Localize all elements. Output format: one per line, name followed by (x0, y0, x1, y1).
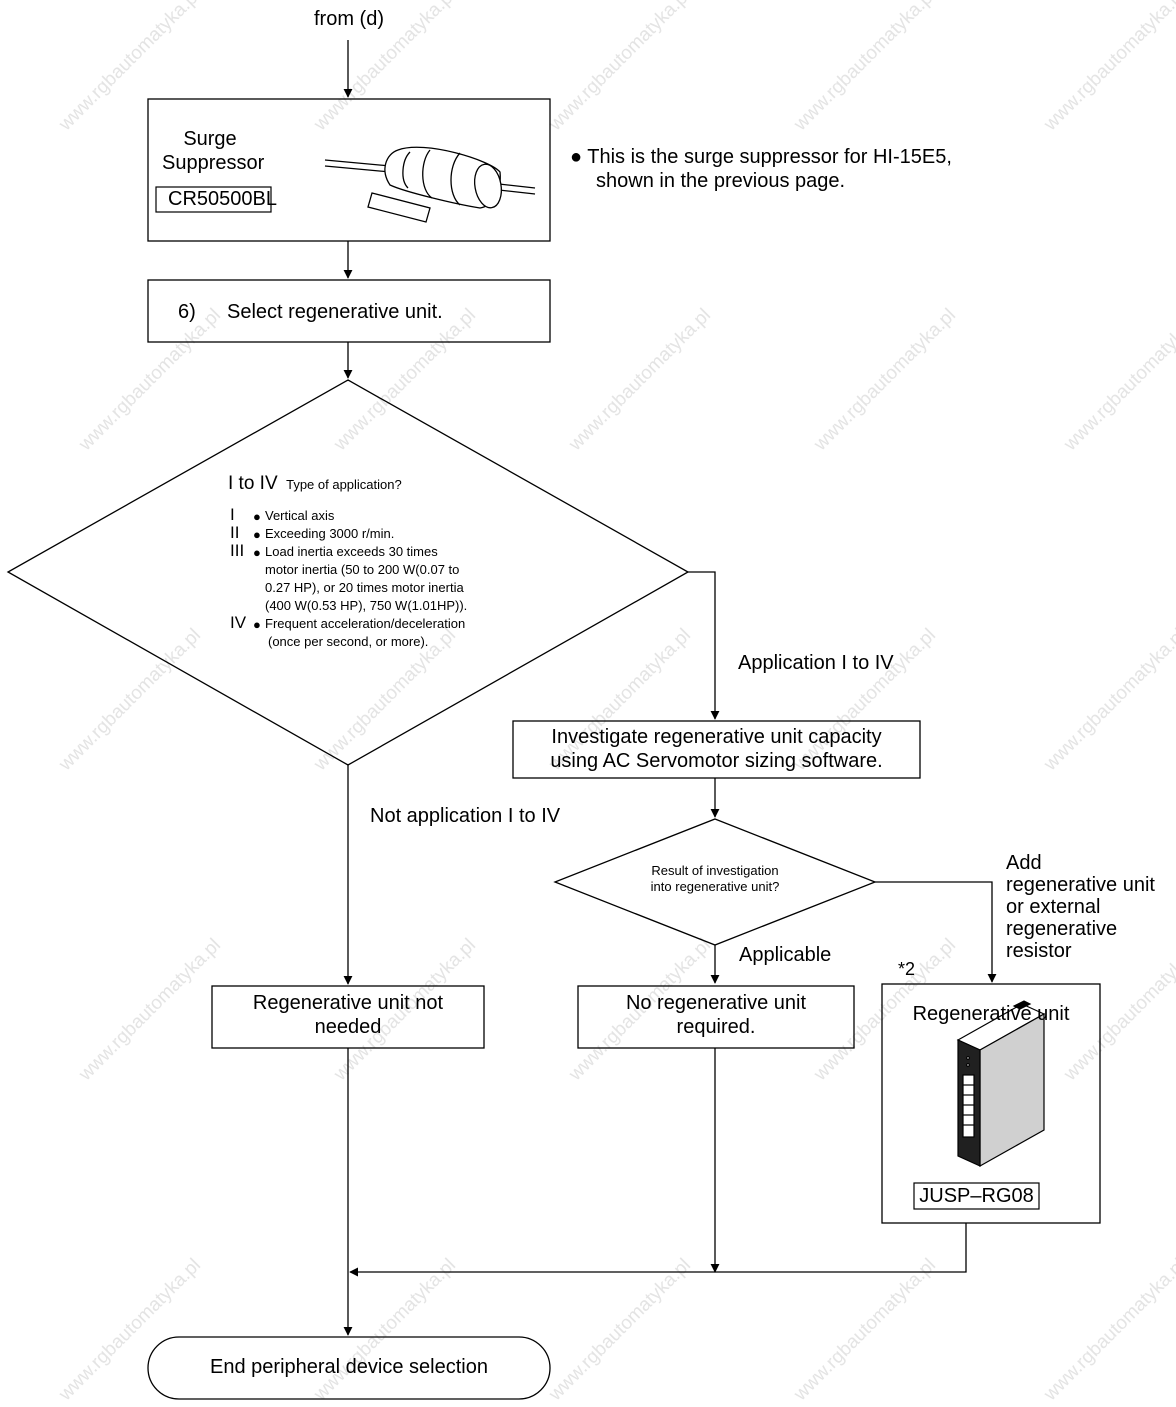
regenerative-unit-image (956, 1000, 1046, 1168)
connector-add-regen (875, 881, 997, 983)
surge-note-line2: shown in the previous page. (596, 170, 846, 192)
applicable-label: Applicable (739, 944, 832, 966)
decision1-heading: I to IV Type of application? (228, 473, 402, 495)
add-label-line3: or external (1006, 896, 1101, 918)
decision2-line2: into regenerative unit? (650, 879, 780, 894)
no-unit-line2: required. (676, 1016, 756, 1038)
end-terminator (147, 1336, 551, 1400)
no-unit-line1: No regenerative unit (625, 992, 807, 1014)
regen-part-number: JUSP–RG08 (919, 1185, 1034, 1207)
decision1-roman-3: III (230, 541, 245, 560)
decision1-item-2-line-1: Exceeding 3000 r/min. (265, 526, 395, 541)
decision1-heading-text: Type of application? (286, 477, 402, 492)
connector-application-yes (688, 571, 720, 720)
application-no-label: Not application I to IV (370, 805, 561, 827)
regen-unit-box (881, 983, 1101, 1224)
decision1-item-4-line-2: (once per second, or more). (268, 634, 429, 649)
from-label: from (d) (314, 8, 384, 30)
decision1-roman-2: II (230, 523, 240, 542)
decision1-item-3-line-4: (400 W(0.53 HP), 750 W(1.01HP)). (265, 598, 468, 613)
decision1-bullet-2: ● (253, 527, 261, 542)
step6-box (147, 279, 551, 343)
no-unit-box (577, 985, 855, 1049)
step6-text: Select regenerative unit. (227, 301, 443, 323)
decision1-item-3-line-3: 0.27 HP), or 20 times motor inertia (265, 580, 464, 595)
not-needed-line2: needed (314, 1016, 382, 1038)
surge-title-line1: Surge (183, 128, 237, 150)
connector-regen-merge (349, 1223, 967, 1277)
decision1-item-3-line-2: motor inertia (50 to 200 W(0.07 to (265, 562, 460, 577)
step6-number: 6) (178, 301, 196, 323)
surge-part-number: CR50500BL (168, 188, 277, 210)
application-yes-label: Application I to IV (738, 652, 894, 674)
not-needed-line1: Regenerative unit not (252, 992, 444, 1014)
regen-unit-title: Regenerative unit (912, 1003, 1070, 1025)
investigate-line2: using AC Servomotor sizing software. (550, 750, 883, 772)
investigate-box (512, 720, 921, 779)
investigate-line1: Investigate regenerative unit capacity (551, 726, 882, 748)
add-label-line1: Add (1006, 852, 1042, 874)
decision1-item-3-line-1: Load inertia exceeds 30 times (265, 544, 438, 559)
surge-part-number-box (155, 186, 272, 213)
decision1-roman-4: IV (230, 613, 247, 632)
surge-note: ● This is the surge suppressor for HI-15… (570, 146, 952, 168)
add-label-line5: resistor (1006, 940, 1072, 962)
decision1-heading-roman: I to IV (228, 473, 278, 494)
decision1-item-4-line-1: Frequent acceleration/deceleration (265, 616, 466, 631)
decision1-item-1-line-1: Vertical axis (265, 508, 335, 523)
decision1-bullet-1: ● (253, 509, 261, 524)
surge-title-line2: Suppressor (162, 152, 265, 174)
add-label-line2: regenerative unit (1006, 874, 1155, 896)
regen-footnote: *2 (898, 959, 916, 979)
end-text: End peripheral device selection (210, 1356, 488, 1378)
decision1-bullet-4: ● (253, 617, 261, 632)
decision2-line1: Result of investigation (651, 863, 779, 878)
regen-part-number-box (913, 1182, 1040, 1210)
decision1-roman-1: I (230, 505, 235, 524)
surge-suppressor-box (147, 98, 551, 242)
decision1-bullet-3: ● (253, 545, 261, 560)
surge-suppressor-image (324, 146, 536, 223)
add-label-line4: regenerative (1006, 918, 1118, 940)
